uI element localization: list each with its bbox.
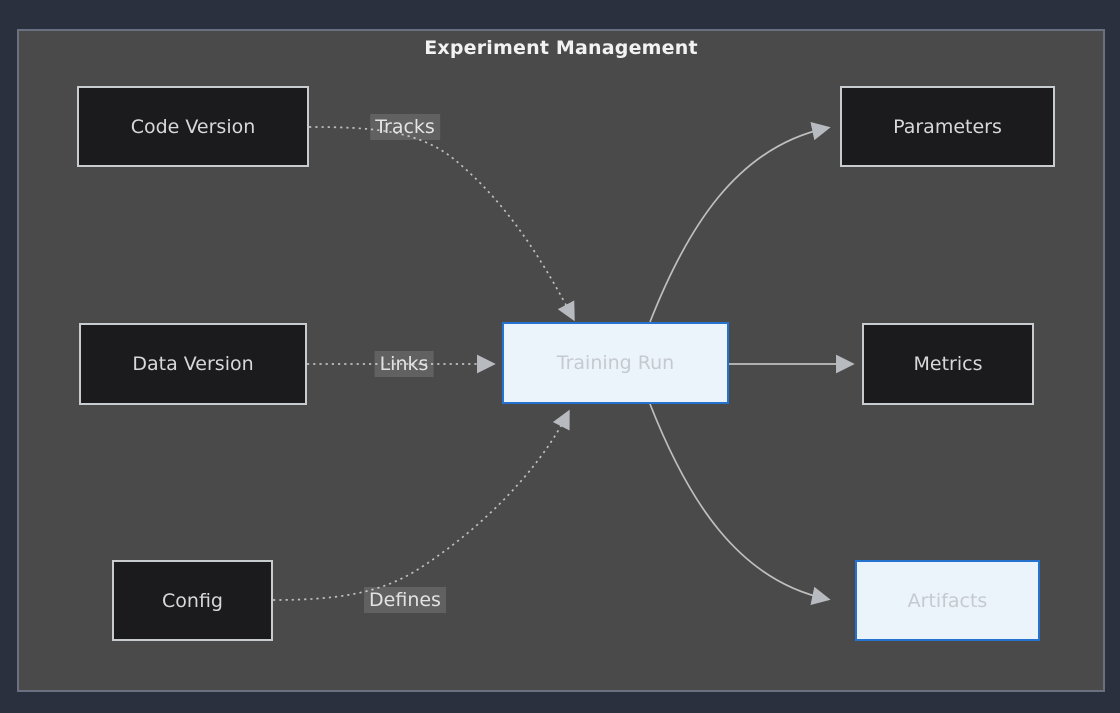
diagram-title: Experiment Management bbox=[424, 37, 698, 59]
edge-layer bbox=[272, 121, 855, 606]
node-metrics: Metrics bbox=[862, 323, 1034, 405]
node-config-label: Config bbox=[162, 589, 223, 612]
node-parameters: Parameters bbox=[840, 86, 1055, 167]
node-config: Config bbox=[112, 560, 273, 641]
edge-label-links: Links bbox=[374, 351, 434, 377]
diagram-canvas: Experiment Management Code Version Data … bbox=[17, 29, 1105, 692]
node-code-version: Code Version bbox=[77, 86, 309, 167]
edge-run-to-parameters bbox=[649, 121, 831, 323]
edge-config-to-run bbox=[272, 409, 570, 601]
node-data-version: Data Version bbox=[79, 323, 307, 405]
node-artifacts: Artifacts bbox=[855, 560, 1040, 641]
node-parameters-label: Parameters bbox=[893, 115, 1002, 138]
edge-code-to-run bbox=[308, 126, 575, 322]
node-artifacts-label: Artifacts bbox=[907, 589, 988, 612]
node-training-run-label: Training Run bbox=[556, 352, 675, 374]
edge-label-defines: Defines bbox=[364, 587, 446, 613]
edge-label-tracks: Tracks bbox=[370, 114, 440, 140]
node-data-version-label: Data Version bbox=[132, 353, 254, 375]
node-metrics-label: Metrics bbox=[913, 353, 983, 375]
node-code-version-label: Code Version bbox=[130, 115, 256, 138]
edge-run-to-artifacts bbox=[649, 403, 831, 606]
node-training-run: Training Run bbox=[502, 322, 729, 404]
